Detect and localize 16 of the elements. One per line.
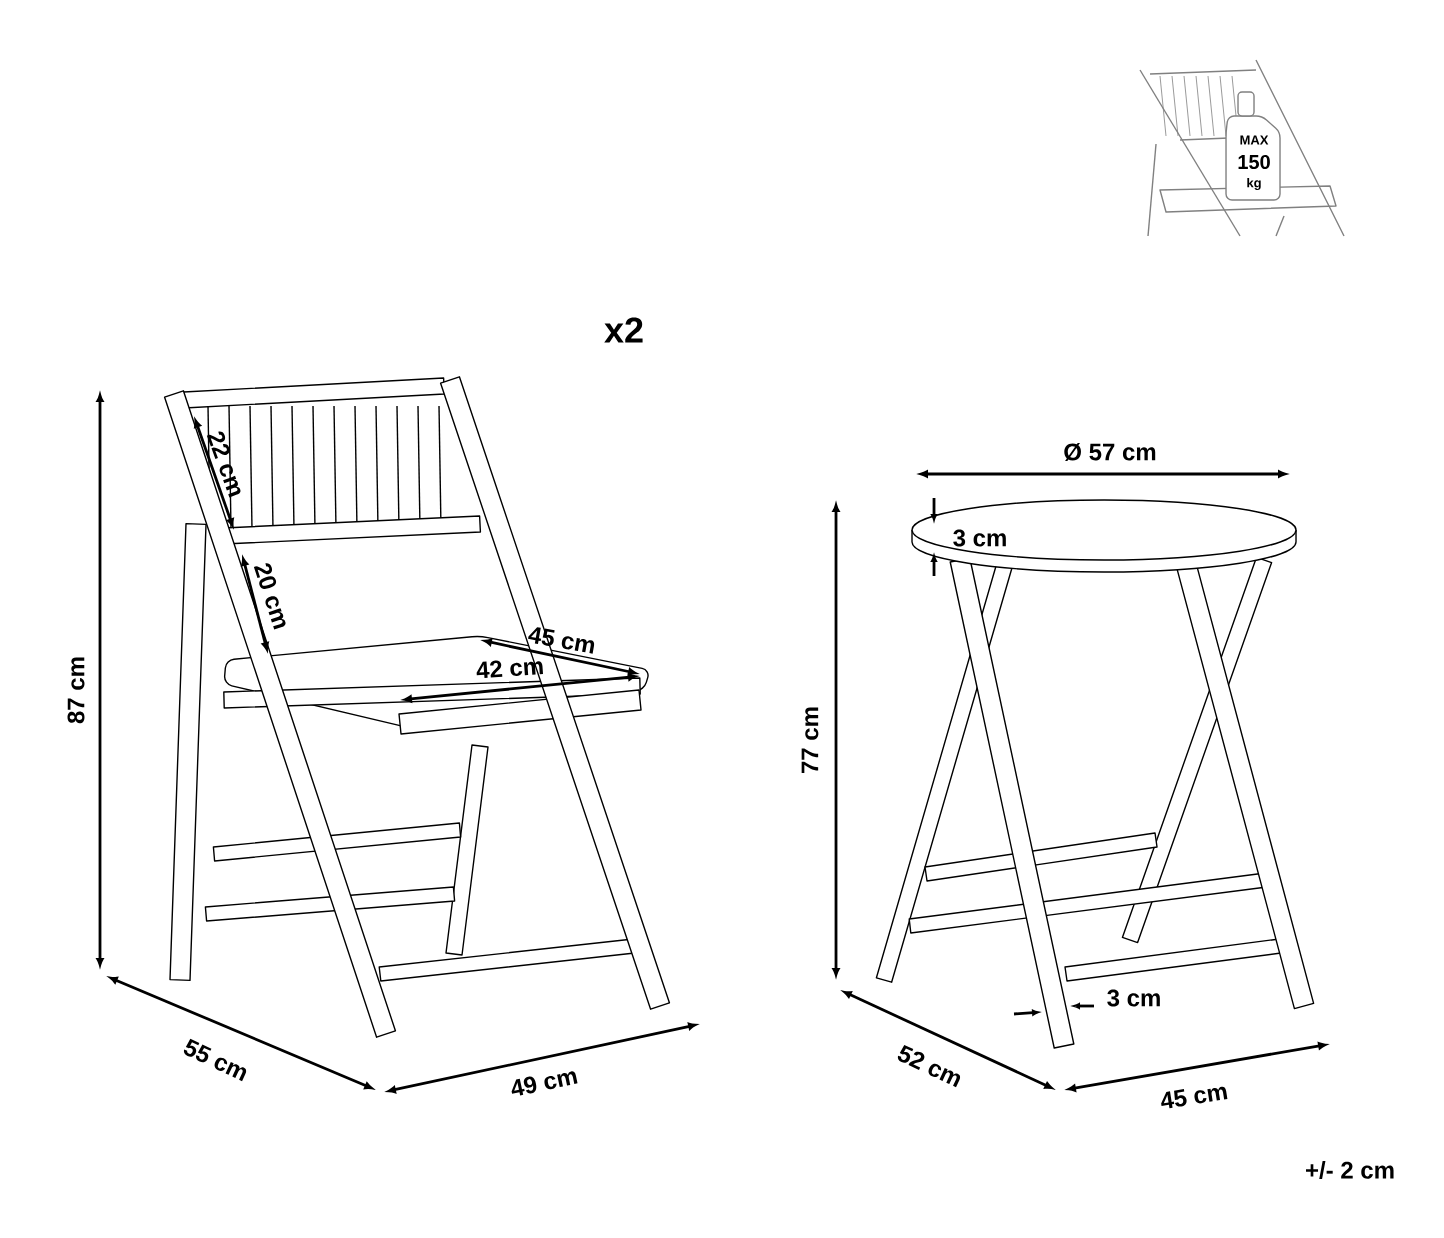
dimension-label: 52 cm xyxy=(897,1044,961,1088)
dimension-label: 3 cm xyxy=(953,529,1006,547)
dimension-label: 42 cm xyxy=(476,660,543,679)
quantity-label: x2 xyxy=(604,317,643,343)
tolerance-note: +/- 2 cm xyxy=(1306,1161,1394,1179)
dimension-label: 20 cm xyxy=(253,563,286,630)
dimension-label: 55 cm xyxy=(183,1038,247,1082)
weight-label: 150 xyxy=(1238,154,1270,170)
dimension-label: 3 cm xyxy=(1107,989,1160,1007)
dimension-label: 22 cm xyxy=(206,431,241,498)
dimension-label: 77 cm xyxy=(801,707,819,773)
dimension-label: 49 cm xyxy=(511,1071,578,1096)
dimension-label: 87 cm xyxy=(67,657,85,724)
dimension-label: 45 cm xyxy=(1161,1086,1228,1109)
dimension-label: 45 cm xyxy=(528,627,595,654)
dimension-label: Ø 57 cm xyxy=(1064,442,1156,462)
